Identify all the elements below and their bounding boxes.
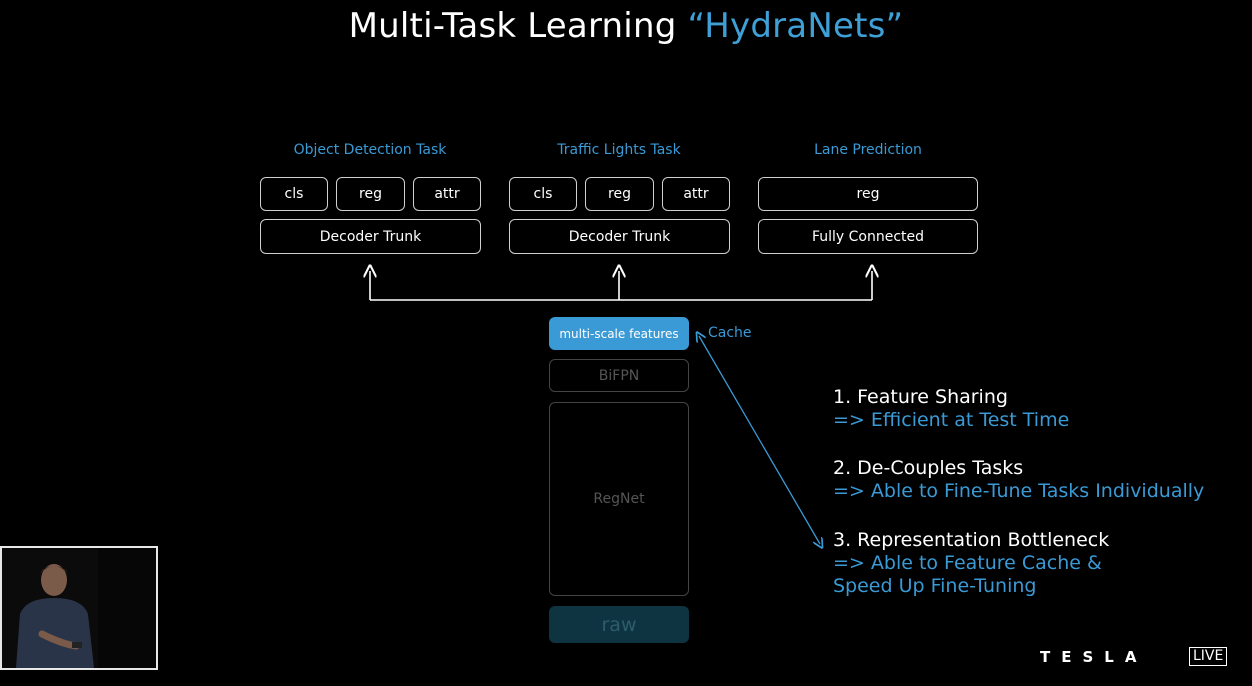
point-representation-bottleneck: 3. Representation Bottleneck => Able to … bbox=[833, 529, 1109, 598]
point-detail: => Able to Fine-Tune Tasks Individually bbox=[833, 480, 1205, 502]
task-label-object-detection: Object Detection Task bbox=[293, 142, 447, 158]
title-main: Multi-Task Learning bbox=[348, 6, 688, 46]
decoder-trunk: Decoder Trunk bbox=[260, 219, 481, 254]
head-cls: cls bbox=[509, 177, 577, 211]
point-heading: 3. Representation Bottleneck bbox=[833, 529, 1110, 551]
point-detail: Speed Up Fine-Tuning bbox=[833, 575, 1037, 597]
point-decouples-tasks: 2. De-Couples Tasks => Able to Fine-Tune… bbox=[833, 457, 1204, 503]
presenter-video bbox=[0, 546, 158, 670]
point-feature-sharing: 1. Feature Sharing => Efficient at Test … bbox=[833, 386, 1069, 432]
head-reg: reg bbox=[336, 177, 405, 211]
point-heading: 2. De-Couples Tasks bbox=[833, 457, 1024, 479]
decoder-trunk: Decoder Trunk bbox=[509, 219, 730, 254]
task-label-traffic-lights: Traffic Lights Task bbox=[557, 142, 681, 158]
point-detail: => Able to Feature Cache & bbox=[833, 552, 1102, 574]
slide-title: Multi-Task Learning “HydraNets” bbox=[0, 6, 1252, 46]
point-heading: 1. Feature Sharing bbox=[833, 386, 1008, 408]
live-badge: LIVE bbox=[1189, 647, 1228, 666]
head-attr: attr bbox=[662, 177, 730, 211]
task-label-lane-prediction: Lane Prediction bbox=[814, 142, 922, 158]
raw-input-box: raw bbox=[549, 606, 689, 643]
head-reg: reg bbox=[585, 177, 654, 211]
cache-label: Cache bbox=[708, 325, 752, 341]
tesla-logo: TESLA bbox=[1040, 648, 1148, 666]
multi-scale-features-box: multi-scale features bbox=[549, 317, 689, 350]
regnet-box: RegNet bbox=[549, 402, 689, 596]
head-attr: attr bbox=[413, 177, 481, 211]
point-detail: => Efficient at Test Time bbox=[833, 409, 1070, 431]
head-reg: reg bbox=[758, 177, 978, 211]
head-cls: cls bbox=[260, 177, 328, 211]
fully-connected: Fully Connected bbox=[758, 219, 978, 254]
presenter-figure-icon bbox=[2, 548, 156, 668]
cache-arrow bbox=[699, 336, 820, 544]
bifpn-box: BiFPN bbox=[549, 359, 689, 392]
title-accent: “HydraNets” bbox=[687, 6, 904, 46]
